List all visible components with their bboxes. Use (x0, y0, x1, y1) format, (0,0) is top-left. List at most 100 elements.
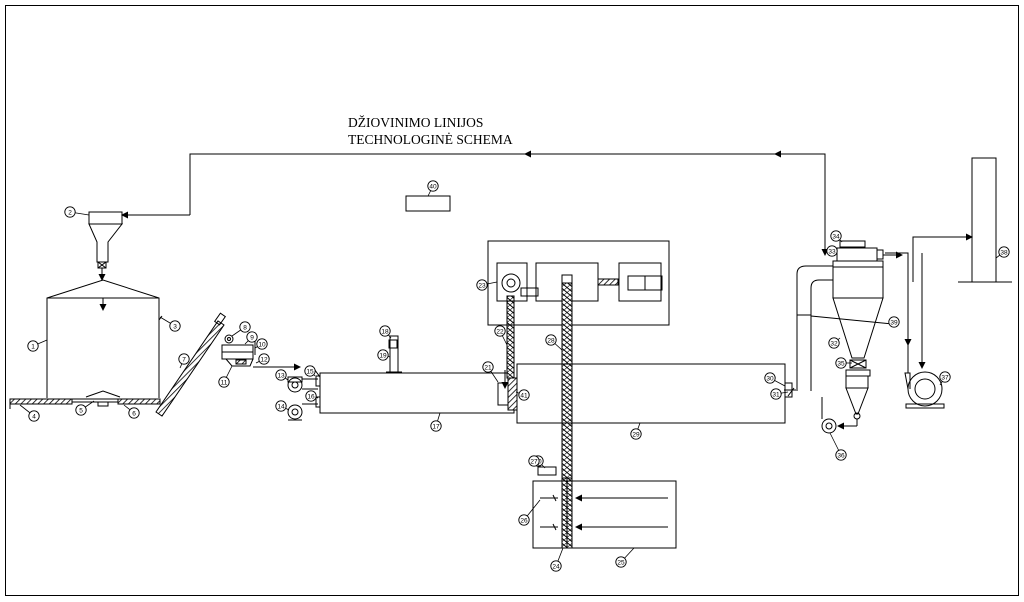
item-number-32: 32 (830, 340, 838, 347)
fan-36 (821, 397, 837, 434)
item-number-21: 21 (484, 364, 492, 371)
label-bubble-3 (169, 320, 181, 332)
label-bubble-7 (178, 353, 190, 365)
item-number-41: 41 (520, 392, 528, 399)
fan-14 (287, 403, 318, 421)
item-number-10: 10 (258, 341, 266, 348)
label-bubble-6 (128, 407, 140, 419)
item-number-33: 33 (828, 248, 836, 255)
label-bubble-1 (27, 340, 39, 352)
storage-bin-25 (532, 466, 677, 549)
silo-floor-conveyor (9, 390, 161, 409)
label-bubble-5 (75, 404, 87, 416)
item-number-labels: 1234567891011121314151617181920212223242… (19, 180, 1010, 572)
label-bubble-25 (615, 556, 627, 568)
label-bubble-33 (826, 245, 838, 257)
return-duct (121, 150, 829, 256)
box-40 (405, 195, 451, 212)
item-number-39: 39 (890, 319, 898, 326)
item-number-12: 12 (260, 356, 268, 363)
item-number-38: 38 (1000, 249, 1008, 256)
label-bubble-28 (545, 334, 557, 346)
label-bubble-19 (377, 349, 389, 361)
item-number-23: 23 (478, 282, 486, 289)
label-bubble-4 (28, 410, 40, 422)
label-bubble-27 (528, 455, 540, 467)
item-number-29: 29 (632, 431, 640, 438)
leader-39 (810, 315, 893, 325)
label-bubble-18 (379, 325, 391, 337)
item-number-16: 16 (307, 393, 315, 400)
item-number-15: 15 (306, 368, 314, 375)
label-bubble-31 (770, 388, 782, 400)
label-bubble-15 (304, 365, 316, 377)
label-bubble-26 (518, 514, 530, 526)
item-number-1: 1 (31, 343, 35, 350)
item-number-8: 8 (243, 324, 247, 331)
item-number-19: 19 (379, 352, 387, 359)
dryer-drum-17 (315, 335, 515, 414)
label-bubble-12 (258, 353, 270, 365)
silo-1 (46, 279, 163, 398)
item-number-22: 22 (496, 328, 504, 335)
label-bubble-24 (550, 560, 562, 572)
label-bubble-11 (218, 376, 230, 388)
label-bubble-32 (828, 337, 840, 349)
chain-conveyor-22 (506, 295, 515, 379)
item-number-34: 34 (832, 233, 840, 240)
bucket-elevator-28 (561, 274, 573, 549)
item-number-36: 36 (837, 452, 845, 459)
label-bubble-30 (764, 372, 776, 384)
item-number-4: 4 (32, 413, 36, 420)
label-bubble-29 (630, 428, 642, 440)
label-bubble-16 (305, 390, 317, 402)
item-number-13: 13 (277, 372, 285, 379)
item-number-14: 14 (277, 403, 285, 410)
item-number-24: 24 (552, 563, 560, 570)
item-number-27: 27 (530, 458, 538, 465)
label-bubble-14 (275, 400, 287, 412)
item-number-2: 2 (68, 209, 72, 216)
label-bubble-41 (518, 389, 530, 401)
item-number-3: 3 (173, 323, 177, 330)
label-bubble-22 (494, 325, 506, 337)
item-number-7: 7 (182, 356, 186, 363)
scheme-title: DŽIOVINIMO LINIJOS TECHNOLOGINĖ SCHEMA (348, 114, 513, 148)
label-bubble-34 (830, 230, 842, 242)
label-bubble-38 (998, 246, 1010, 258)
label-bubble-37 (939, 371, 951, 383)
item-number-30: 30 (766, 375, 774, 382)
item-number-26: 26 (520, 517, 528, 524)
label-bubble-2 (64, 206, 76, 218)
cyclone-31 (832, 240, 884, 430)
item-number-31: 31 (772, 391, 780, 398)
silo-cyclone-2 (88, 211, 124, 281)
inclined-conveyor-7 (155, 312, 227, 417)
heat-generator-block (487, 240, 670, 326)
item-number-28: 28 (547, 337, 555, 344)
label-bubble-13 (275, 369, 287, 381)
label-bubble-40 (427, 180, 439, 192)
item-number-9: 9 (250, 334, 254, 341)
item-number-17: 17 (432, 423, 440, 430)
fan-13 (287, 376, 318, 393)
item-number-40: 40 (429, 183, 437, 190)
item-number-5: 5 (79, 407, 83, 414)
scheme-title-line2: TECHNOLOGINĖ SCHEMA (348, 132, 513, 147)
label-bubble-23 (476, 279, 488, 291)
item-number-25: 25 (617, 559, 625, 566)
item-number-35: 35 (837, 360, 845, 367)
label-bubble-8 (239, 321, 251, 333)
item-number-11: 11 (221, 379, 228, 386)
valve-18 (388, 339, 398, 349)
feeder-unit (221, 334, 301, 371)
item-number-6: 6 (132, 410, 136, 417)
label-bubble-9 (246, 331, 258, 343)
label-bubble-21 (482, 361, 494, 373)
exhaust-fan-37 (904, 371, 945, 409)
label-bubble-35 (835, 357, 847, 369)
drawing-frame (5, 5, 1019, 596)
label-bubble-36 (835, 449, 847, 461)
label-bubble-39 (888, 316, 900, 328)
